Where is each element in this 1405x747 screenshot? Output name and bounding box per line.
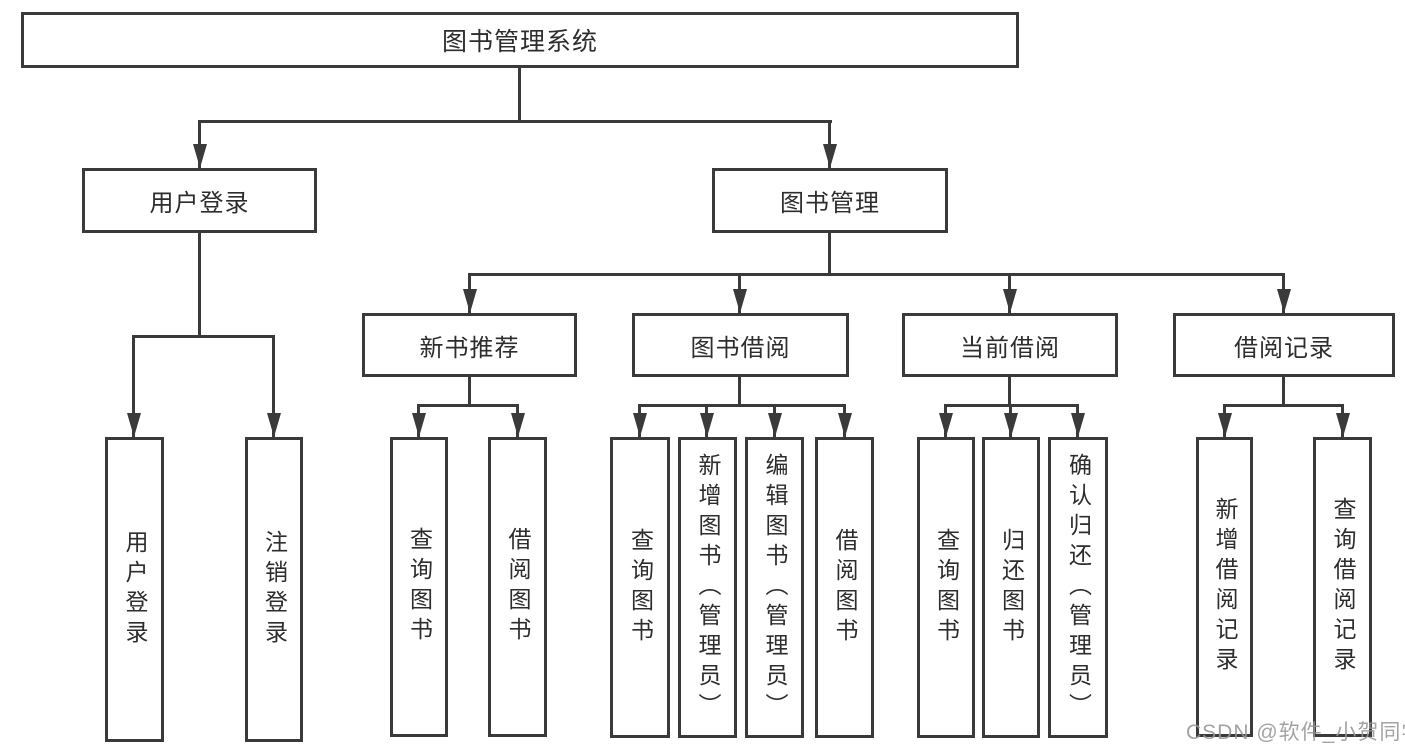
node-library-management-system-label: 图书管理系统 bbox=[441, 28, 598, 56]
connector-new-book-recommend-stem bbox=[468, 377, 471, 404]
connector-borrow-records-stem bbox=[1282, 377, 1285, 404]
arrow-br-query-record bbox=[1341, 404, 1344, 437]
arrow-to-borrow-records bbox=[1282, 273, 1285, 313]
leaf-br-query-borrow-record: 查询借阅记录 bbox=[1313, 437, 1372, 737]
leaf-cb-return-books-label: 归还图书 bbox=[998, 527, 1025, 648]
leaf-cb-query-books: 查询图书 bbox=[917, 437, 975, 738]
node-book-borrow: 图书借阅 bbox=[632, 313, 849, 377]
node-library-management-system: 图书管理系统 bbox=[21, 12, 1019, 68]
leaf-bb-add-book-admin-label: 新增图书（管理员） bbox=[695, 452, 721, 723]
node-borrow-records: 借阅记录 bbox=[1173, 313, 1395, 377]
connector-new-book-recommend-rail bbox=[417, 404, 519, 407]
arrow-to-book-management bbox=[828, 120, 831, 168]
leaf-logout-action-label: 注销登录 bbox=[261, 529, 288, 650]
leaf-nbr-borrow-books: 借阅图书 bbox=[488, 437, 547, 737]
arrow-nbr-borrow-books bbox=[516, 404, 519, 437]
leaf-bb-query-books-label: 查询图书 bbox=[627, 527, 654, 648]
node-current-borrow: 当前借阅 bbox=[902, 313, 1118, 377]
node-book-management: 图书管理 bbox=[712, 168, 948, 233]
leaf-br-add-borrow-record-label: 新增借阅记录 bbox=[1212, 497, 1238, 677]
connector-level2-rail bbox=[198, 120, 832, 123]
leaf-nbr-query-books: 查询图书 bbox=[390, 437, 448, 737]
leaf-bb-query-books: 查询图书 bbox=[610, 437, 670, 738]
node-user-login-label: 用户登录 bbox=[149, 190, 250, 217]
leaf-bb-edit-book-admin: 编辑图书（管理员） bbox=[745, 437, 804, 738]
arrow-cb-query-books bbox=[944, 404, 947, 437]
arrow-to-current-borrow bbox=[1008, 273, 1011, 313]
arrow-br-add-record bbox=[1223, 404, 1226, 437]
connector-borrow-records-rail bbox=[1223, 404, 1344, 407]
leaf-user-login-action-label: 用户登录 bbox=[122, 529, 148, 650]
arrow-cb-return-books bbox=[1009, 404, 1012, 437]
leaf-bb-add-book-admin: 新增图书（管理员） bbox=[678, 437, 737, 738]
arrow-bb-add-book bbox=[705, 404, 708, 437]
leaf-br-query-borrow-record-label: 查询借阅记录 bbox=[1330, 497, 1356, 677]
connector-book-borrow-rail bbox=[638, 404, 846, 407]
connector-user-login-stem bbox=[198, 233, 201, 335]
arrow-to-logout-action bbox=[272, 335, 275, 437]
leaf-cb-return-books: 归还图书 bbox=[982, 437, 1040, 738]
leaf-cb-confirm-return-admin-label: 确认归还（管理员） bbox=[1065, 452, 1092, 723]
leaf-cb-confirm-return-admin: 确认归还（管理员） bbox=[1048, 437, 1108, 738]
node-book-management-label: 图书管理 bbox=[780, 190, 880, 217]
node-new-book-recommend-label: 新书推荐 bbox=[419, 334, 520, 362]
arrow-cb-confirm-return bbox=[1076, 404, 1079, 437]
csdn-watermark: CSDN @软件_小贺同学 bbox=[1186, 721, 1405, 744]
connector-current-borrow-stem bbox=[1008, 377, 1011, 404]
leaf-bb-edit-book-admin-label: 编辑图书（管理员） bbox=[762, 452, 788, 723]
connector-level3-rail bbox=[468, 273, 1284, 276]
leaf-cb-query-books-label: 查询图书 bbox=[933, 527, 960, 648]
arrow-to-user-login bbox=[198, 120, 201, 168]
arrow-bb-edit-book bbox=[773, 404, 776, 437]
leaf-bb-borrow-books-label: 借阅图书 bbox=[832, 527, 858, 648]
connector-root-stem bbox=[518, 68, 521, 120]
leaf-logout-action: 注销登录 bbox=[245, 437, 303, 742]
connector-user-login-rail bbox=[132, 335, 275, 338]
arrow-nbr-query-books bbox=[417, 404, 420, 437]
leaf-user-login-action: 用户登录 bbox=[105, 437, 164, 742]
arrow-bb-query-books bbox=[638, 404, 641, 437]
arrow-to-new-book-recommend bbox=[468, 273, 471, 313]
leaf-nbr-query-books-label: 查询图书 bbox=[406, 527, 433, 647]
node-current-borrow-label: 当前借阅 bbox=[960, 334, 1060, 362]
leaf-bb-borrow-books: 借阅图书 bbox=[815, 437, 874, 738]
connector-book-borrow-stem bbox=[738, 377, 741, 404]
connector-book-management-stem bbox=[828, 233, 831, 273]
arrow-bb-borrow-books bbox=[843, 404, 846, 437]
arrow-to-login-action bbox=[132, 335, 135, 437]
node-new-book-recommend: 新书推荐 bbox=[362, 313, 577, 377]
node-book-borrow-label: 图书借阅 bbox=[690, 334, 791, 362]
leaf-nbr-borrow-books-label: 借阅图书 bbox=[505, 527, 531, 647]
arrow-to-book-borrow bbox=[738, 273, 741, 313]
leaf-br-add-borrow-record: 新增借阅记录 bbox=[1196, 437, 1253, 737]
node-user-login: 用户登录 bbox=[82, 168, 317, 233]
node-borrow-records-label: 借阅记录 bbox=[1234, 334, 1334, 362]
